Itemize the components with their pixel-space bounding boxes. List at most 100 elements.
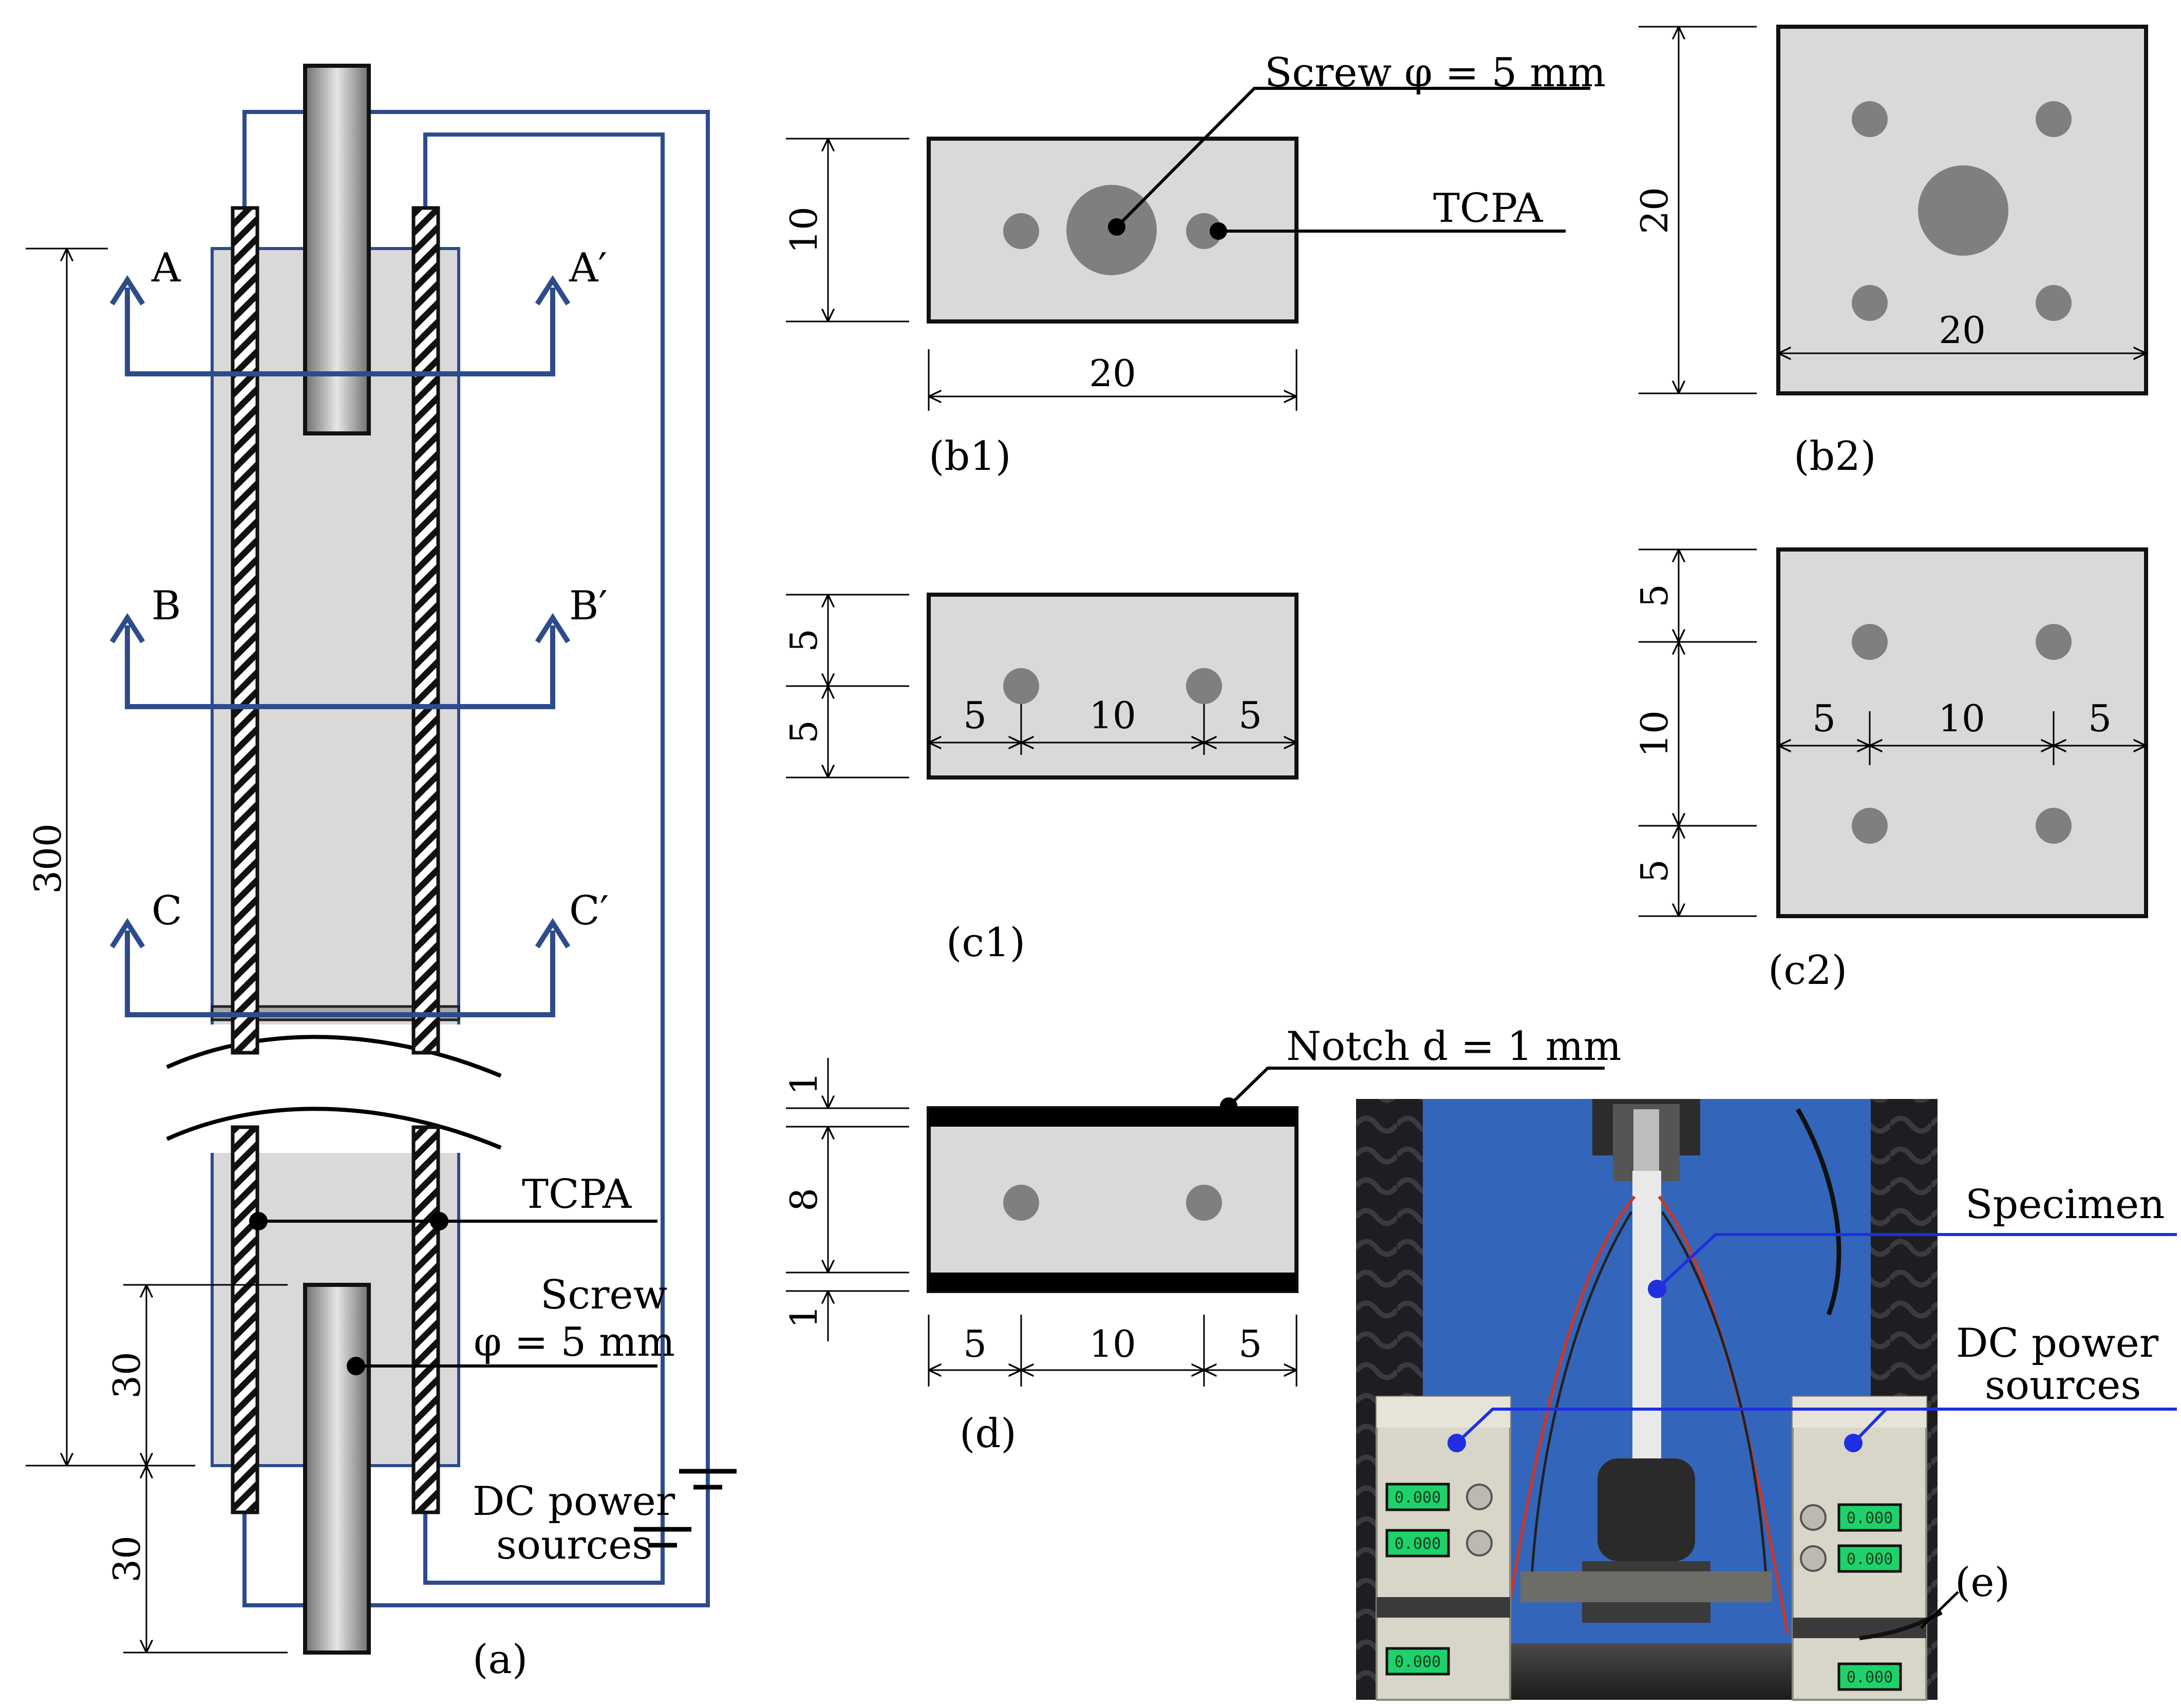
- dim-d-v-mid: 8: [782, 1188, 825, 1211]
- dim-total-length: 300: [26, 823, 69, 894]
- screw-top: [303, 64, 371, 435]
- leaders-b1: [1108, 87, 1590, 240]
- dim-c2-v-mid: 10: [1633, 710, 1676, 757]
- tcpa-hole-b2-tr: [2036, 101, 2072, 137]
- tcpa-strip-left-bottom: [231, 1125, 259, 1514]
- caption-c1: (c1): [946, 920, 1025, 966]
- dim-c2-v-top: 5: [1633, 584, 1676, 608]
- tcpa-label-a: TCPA: [522, 1171, 632, 1218]
- tcpa-hole-b1-right: [1186, 213, 1222, 249]
- dimension-lines-b1: [786, 138, 1298, 411]
- tcpa-hole-c2-tr: [2036, 624, 2072, 660]
- notch-bottom: [929, 1273, 1296, 1291]
- panel-d: Notch d = 1 mm 1 8 1 5 10 5 (d): [782, 1023, 1622, 1457]
- notch-top: [929, 1108, 1296, 1127]
- dimension-lines-a: [26, 248, 288, 1654]
- circuit-wires: [242, 110, 710, 1607]
- dimension-lines-c1: [786, 594, 1296, 779]
- panel-a: A A′ B B′ C C′ 300 30 30 TCPA Screw φ =: [26, 64, 737, 1683]
- tcpa-hole-d-left: [1003, 1185, 1039, 1221]
- display-reading: 0.000: [1395, 1489, 1441, 1507]
- specimen-label-e: Specimen: [1965, 1182, 2165, 1228]
- tcpa-hole-c1-left: [1003, 668, 1039, 704]
- power-label-e-line2: sources: [1985, 1362, 2141, 1409]
- cross-section-c2: [1776, 547, 2148, 918]
- section-label-a-prime: A′: [569, 245, 607, 291]
- caption-d: (d): [960, 1411, 1017, 1457]
- dim-c1-h-mid: 10: [1089, 694, 1136, 737]
- section-label-b: B: [152, 583, 181, 629]
- dim-d-v-top: 1: [782, 1072, 825, 1095]
- caption-a: (a): [473, 1637, 528, 1683]
- tcpa-hole-b2-tl: [1852, 101, 1888, 137]
- dim-c1-h-right: 5: [1238, 694, 1262, 737]
- display-reading: 0.000: [1847, 1509, 1893, 1527]
- dim-c2-v-bottom: 5: [1633, 859, 1676, 883]
- tcpa-strip-left-top: [231, 206, 259, 1055]
- leaders-e: [1447, 1233, 2177, 1452]
- section-cut-b: [125, 625, 555, 709]
- tcpa-hole-c1-right: [1186, 668, 1222, 704]
- panel-b1: Screw φ = 5 mm TCPA 10 20 (b1): [782, 50, 1606, 480]
- screw-bottom: [303, 1283, 371, 1655]
- test-setup-photo: 0.000 0.000 0.000 0.000 0.000 0.000: [1356, 1099, 1943, 1701]
- dim-b2-width: 20: [1939, 309, 1986, 352]
- section-cut-c: [125, 931, 555, 1017]
- power-label-a-line2: sources: [496, 1522, 652, 1568]
- dim-embed-top: 30: [105, 1352, 148, 1399]
- caption-c2: (c2): [1768, 947, 1847, 994]
- dim-d-h-right: 5: [1238, 1322, 1262, 1365]
- tcpa-hole-b2-bl: [1852, 285, 1888, 321]
- dim-d-h-left: 5: [963, 1322, 987, 1365]
- power-label-e-line1: DC power: [1956, 1320, 2159, 1367]
- tcpa-hole-d-right: [1186, 1185, 1222, 1221]
- cross-section-c1: [927, 593, 1299, 780]
- screw-label-a-line1: Screw: [540, 1272, 667, 1318]
- dim-embed-bottom: 30: [105, 1535, 148, 1583]
- display-reading: 0.000: [1395, 1653, 1441, 1671]
- panel-c1: 5 5 5 10 5 (c1): [782, 593, 1299, 966]
- caption-b2: (b2): [1794, 433, 1876, 480]
- leaders-a: [249, 1212, 657, 1375]
- panel-b2: 20 20 (b2): [1633, 25, 2148, 480]
- dim-b1-width: 20: [1089, 352, 1136, 395]
- section-cut-a: [125, 288, 555, 376]
- dim-c1-v-top: 5: [782, 629, 825, 652]
- display-reading: 0.000: [1847, 1668, 1893, 1686]
- tcpa-hole-c2-br: [2036, 808, 2072, 844]
- tcpa-hole-c2-bl: [1852, 808, 1888, 844]
- dim-d-h-mid: 10: [1089, 1322, 1136, 1365]
- caption-b1: (b1): [929, 433, 1011, 480]
- photo-power-supply-left: 0.000 0.000 0.000: [1376, 1396, 1511, 1701]
- power-label-a-line1: DC power: [473, 1478, 675, 1525]
- section-cuts: [109, 275, 571, 1017]
- dim-b2-height: 20: [1633, 187, 1676, 234]
- leader-d: [1220, 1067, 1605, 1115]
- dim-c2-h-left: 5: [1812, 697, 1836, 740]
- dim-b1-height: 10: [782, 206, 825, 254]
- screw-label-b1: Screw φ = 5 mm: [1265, 50, 1606, 96]
- screw-label-a-line2: φ = 5 mm: [474, 1319, 675, 1365]
- tcpa-hole-b2-br: [2036, 285, 2072, 321]
- panel-e: 0.000 0.000 0.000 0.000 0.000 0.000: [1356, 1099, 2177, 1701]
- section-label-c-prime: C′: [569, 888, 609, 934]
- dim-c1-h-left: 5: [963, 694, 987, 737]
- dimension-lines-c2: [1639, 548, 2146, 917]
- tcpa-strip-right-top: [411, 206, 440, 1055]
- section-label-c: C: [152, 888, 182, 934]
- tcpa-hole-b1-left: [1003, 213, 1039, 249]
- tcpa-strips: [231, 206, 440, 1514]
- tcpa-label-b1: TCPA: [1433, 185, 1544, 232]
- display-reading: 0.000: [1847, 1550, 1893, 1568]
- tcpa-hole-c2-tl: [1852, 624, 1888, 660]
- battery-symbol-inner: [634, 1527, 691, 1548]
- outer-wire: [242, 110, 710, 1607]
- section-label-b-prime: B′: [569, 583, 608, 629]
- battery-symbol-outer: [679, 1469, 737, 1490]
- dim-c2-h-right: 5: [2088, 697, 2112, 740]
- cross-section-d: [927, 1106, 1299, 1293]
- dimension-lines-b2: [1639, 26, 2146, 394]
- tcpa-strip-right-bottom: [411, 1125, 440, 1514]
- dim-c1-v-bottom: 5: [782, 720, 825, 744]
